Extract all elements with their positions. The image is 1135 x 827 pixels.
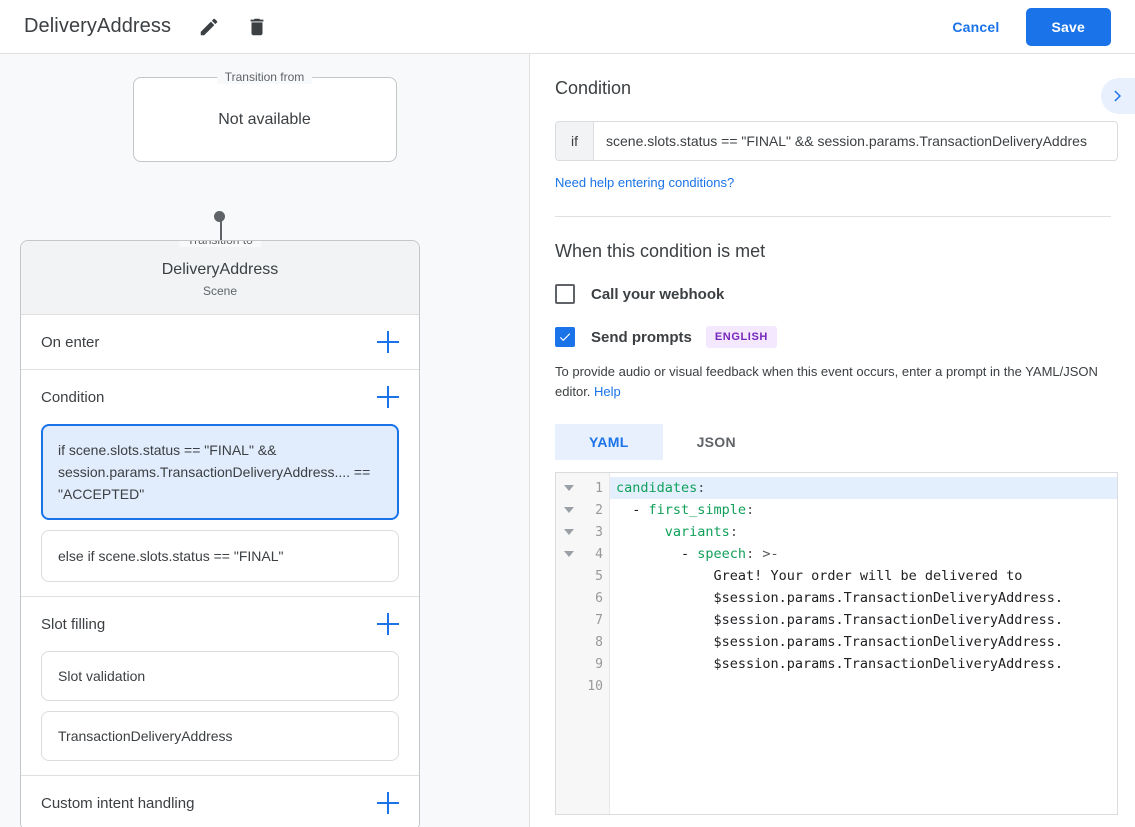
transition-from-value: Not available <box>218 110 311 128</box>
flow-connector-dot <box>214 211 225 222</box>
editor-gutter-line: 10 <box>556 675 609 697</box>
editor-code-area[interactable]: candidates: - first_simple: variants: - … <box>610 473 1117 814</box>
editor-code-line[interactable]: Great! Your order will be delivered to <box>713 568 1023 584</box>
pencil-icon[interactable] <box>189 7 229 47</box>
section-title-on-enter: On enter <box>41 333 100 351</box>
line-number: 7 <box>595 612 603 628</box>
editor-code-line[interactable]: candidates: <box>610 477 1117 499</box>
editor-code-line[interactable]: - first_simple: <box>616 502 755 518</box>
line-number: 2 <box>595 502 603 518</box>
section-header-on-enter[interactable]: On enter <box>21 315 419 369</box>
editor-gutter-line: 1 <box>556 477 609 499</box>
language-badge: ENGLISH <box>705 326 777 348</box>
editor-gutter-line: 5 <box>556 565 609 587</box>
editor-gutter-line: 3 <box>556 521 609 543</box>
line-number: 1 <box>595 480 603 496</box>
transition-from-card: Transition from Not available <box>132 70 397 162</box>
section-header-slot-filling[interactable]: Slot filling <box>21 597 419 651</box>
editor-gutter-line: 4 <box>556 543 609 565</box>
section-header-condition[interactable]: Condition <box>21 370 419 424</box>
help-link[interactable]: Help <box>594 384 621 399</box>
call-webhook-label: Call your webhook <box>591 285 725 303</box>
fold-triangle-icon[interactable] <box>564 485 574 491</box>
when-condition-met-section: When this condition is met Call your web… <box>531 217 1135 815</box>
editor-code-line[interactable] <box>610 675 1117 697</box>
trash-icon[interactable] <box>237 7 277 47</box>
editor-gutter-line: 9 <box>556 653 609 675</box>
add-condition-button[interactable] <box>377 386 399 408</box>
fold-triangle-icon[interactable] <box>564 529 574 535</box>
line-number: 5 <box>595 568 603 584</box>
editor-code-line[interactable]: $session.params.TransactionDeliveryAddre… <box>713 590 1064 606</box>
send-prompts-label: Send prompts <box>591 328 692 346</box>
editor-gutter: 1 2 3 4 5 6 7 8 9 10 <box>556 473 610 814</box>
fold-triangle-icon[interactable] <box>564 551 574 557</box>
code-editor[interactable]: 1 2 3 4 5 6 7 8 9 10 candidates: - first_simple: … <box>555 472 1118 815</box>
editor-code-line[interactable]: variants: <box>664 524 738 540</box>
section-header-custom-intent-handling[interactable]: Custom intent handling <box>21 776 419 827</box>
line-number: 6 <box>595 590 603 606</box>
editor-gutter-line: 8 <box>556 631 609 653</box>
when-condition-heading: When this condition is met <box>555 241 766 261</box>
fold-triangle-icon[interactable] <box>564 507 574 513</box>
condition-editor-section: Condition if Need help entering conditio… <box>531 54 1135 217</box>
line-number: 8 <box>595 634 603 650</box>
transition-from-legend: Transition from <box>216 70 313 84</box>
transition-to-legend: Transition to <box>179 241 261 247</box>
line-number: 3 <box>595 524 603 540</box>
slot-filling-list: Slot validation TransactionDeliveryAddre… <box>21 651 419 775</box>
save-button[interactable]: Save <box>1025 7 1111 46</box>
section-slot-filling: Slot filling Slot validation Transaction… <box>21 597 419 776</box>
add-custom-intent-button[interactable] <box>377 792 399 814</box>
left-panel: Transition from Not available Transition… <box>0 54 530 827</box>
list-item[interactable]: TransactionDeliveryAddress <box>41 711 399 761</box>
editor-code-line[interactable]: $session.params.TransactionDeliveryAddre… <box>713 656 1064 672</box>
editor-gutter-line: 7 <box>556 609 609 631</box>
section-title-condition: Condition <box>41 388 105 406</box>
call-webhook-checkbox[interactable] <box>555 284 575 304</box>
section-title-custom-intent: Custom intent handling <box>41 794 195 812</box>
add-slot-filling-button[interactable] <box>377 613 399 635</box>
need-help-link[interactable]: Need help entering conditions? <box>555 175 735 190</box>
editor-gutter-line: 6 <box>556 587 609 609</box>
add-on-enter-button[interactable] <box>377 331 399 353</box>
top-app-bar: DeliveryAddress Cancel Save <box>0 0 1135 54</box>
section-custom-intent-handling: Custom intent handling <box>21 776 419 827</box>
tab-json[interactable]: JSON <box>696 434 736 450</box>
chevron-right-icon[interactable] <box>1101 78 1135 114</box>
editor-code-line[interactable]: $session.params.TransactionDeliveryAddre… <box>713 634 1064 650</box>
section-divider <box>555 216 1111 217</box>
line-number: 4 <box>595 546 603 562</box>
editor-gutter-line: 2 <box>556 499 609 521</box>
line-number: 9 <box>595 656 603 672</box>
condition-list: if scene.slots.status == "FINAL" && sess… <box>21 424 419 596</box>
send-prompts-row[interactable]: Send prompts ENGLISH <box>555 326 1111 348</box>
transition-to-card: Transition to DeliveryAddress Scene On e… <box>20 240 420 827</box>
condition-item[interactable]: else if scene.slots.status == "FINAL" <box>41 530 399 582</box>
condition-expression-input[interactable] <box>594 122 1117 160</box>
editor-code-line[interactable]: - speech: >- <box>616 546 779 562</box>
prompts-helper-text: To provide audio or visual feedback when… <box>555 362 1123 402</box>
prompts-helper-sentence: To provide audio or visual feedback when… <box>555 364 1098 399</box>
condition-heading: Condition <box>555 78 632 98</box>
scene-header: DeliveryAddress Scene <box>21 241 419 315</box>
tab-yaml[interactable]: YAML <box>555 424 663 460</box>
list-item[interactable]: Slot validation <box>41 651 399 701</box>
send-prompts-checkbox[interactable] <box>555 327 575 347</box>
condition-item-selected[interactable]: if scene.slots.status == "FINAL" && sess… <box>41 424 399 520</box>
if-prefix-label: if <box>556 122 594 160</box>
section-condition: Condition if scene.slots.status == "FINA… <box>21 370 419 597</box>
line-number: 10 <box>587 678 603 694</box>
editor-code-line[interactable]: $session.params.TransactionDeliveryAddre… <box>713 612 1064 628</box>
condition-input-row: if <box>555 121 1118 161</box>
call-webhook-row[interactable]: Call your webhook <box>555 284 1111 304</box>
editor-format-tabs: YAML JSON <box>555 424 1111 460</box>
right-panel: Condition if Need help entering conditio… <box>531 54 1135 827</box>
page-title: DeliveryAddress <box>24 15 172 37</box>
scene-type-label: Scene <box>202 284 238 298</box>
scene-name: DeliveryAddress <box>161 261 279 278</box>
cancel-button[interactable]: Cancel <box>938 10 1013 44</box>
section-on-enter: On enter <box>21 315 419 370</box>
section-title-slot-filling: Slot filling <box>41 615 106 633</box>
